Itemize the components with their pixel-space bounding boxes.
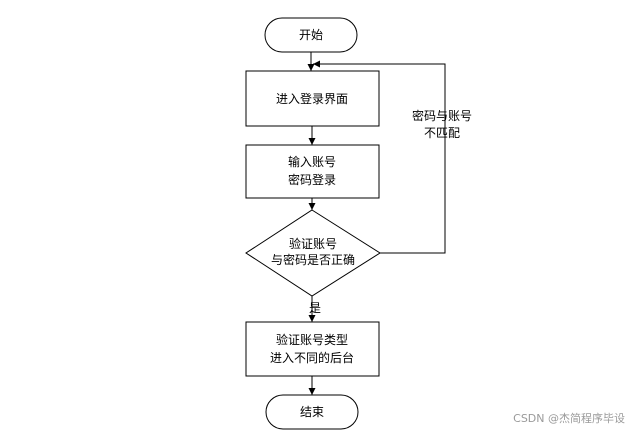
mismatch-label-line1: 密码与账号: [412, 108, 472, 123]
login-page-label: 进入登录界面: [276, 91, 348, 106]
dispatch-label-line2: 进入不同的后台: [270, 350, 354, 365]
dispatch-node: 验证账号类型 进入不同的后台: [245, 321, 380, 377]
input-credentials-node: 输入账号 密码登录: [245, 144, 380, 199]
edge-mismatch-loop: [313, 60, 446, 254]
start-node: 开始: [264, 17, 358, 53]
yes-label: 是: [309, 301, 321, 315]
verify-decision-node: 验证账号 与密码是否正确: [245, 209, 381, 297]
login-page-node: 进入登录界面: [245, 70, 380, 127]
watermark: CSDN @杰简程序毕设: [513, 412, 625, 425]
verify-label-line2: 与密码是否正确: [271, 252, 355, 267]
end-label: 结束: [300, 405, 324, 419]
input-label-line2: 密码登录: [288, 172, 336, 187]
input-label-line1: 输入账号: [288, 154, 336, 169]
end-node: 结束: [265, 394, 359, 430]
verify-label-line1: 验证账号: [289, 236, 337, 251]
start-label: 开始: [299, 28, 323, 42]
dispatch-label-line1: 验证账号类型: [276, 332, 348, 347]
mismatch-label-line2: 不匹配: [424, 126, 460, 140]
